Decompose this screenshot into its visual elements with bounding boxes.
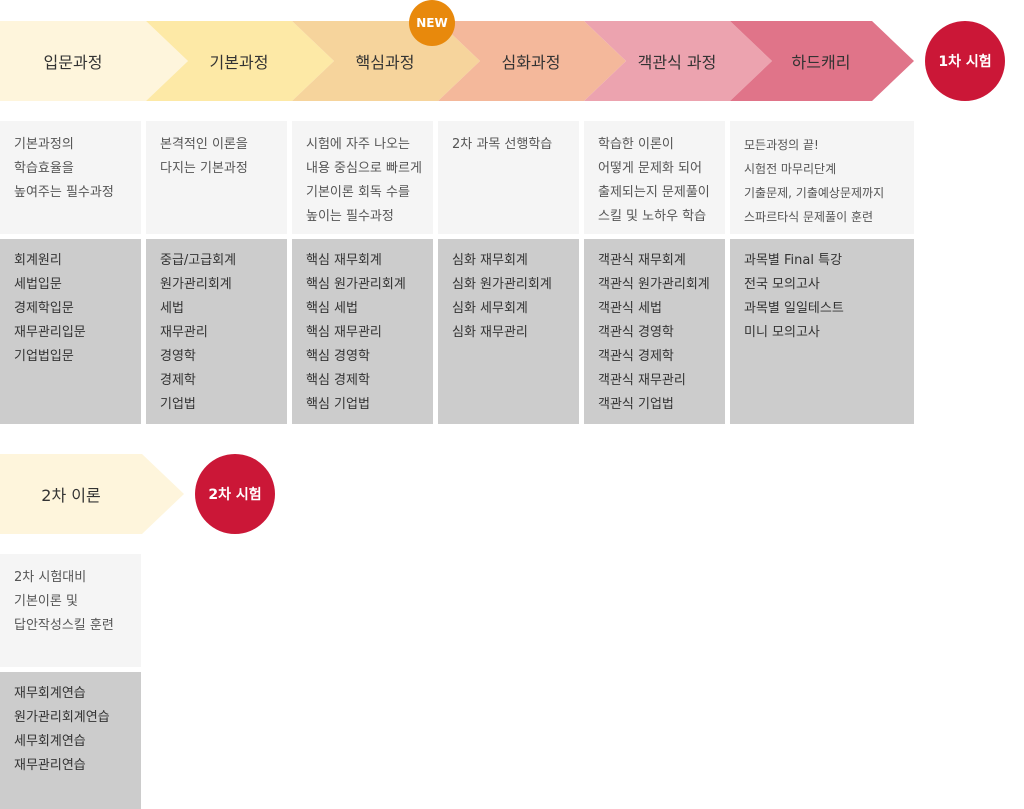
subject-item: 과목별 일일테스트 bbox=[744, 301, 844, 316]
subject-item: 핵심 경영학 bbox=[306, 349, 370, 364]
subject-item: 심화 세무회계 bbox=[452, 301, 528, 316]
stage-desc-hardcarry: 모든과정의 끝! 시험전 마무리단계 기출문제, 기출예상문제까지 스파르타식 … bbox=[730, 121, 914, 234]
stage-subjects-core: 핵심 재무회계 핵심 원가관리회계 핵심 세법 핵심 재무관리 핵심 경영학 핵… bbox=[292, 239, 433, 424]
stage-desc-second-theory: 2차 시험대비 기본이론 및 답안작성스킬 훈련 bbox=[0, 554, 141, 667]
subject-item: 심화 재무관리 bbox=[452, 325, 528, 340]
subject-item: 재무관리입문 bbox=[14, 325, 86, 340]
stage-desc-objective: 학습한 이론이 어떻게 문제화 되어 출제되는지 문제풀이 스킬 및 노하우 학… bbox=[584, 121, 725, 234]
subject-item: 재무관리 bbox=[160, 325, 208, 340]
subject-item: 원가관리회계 bbox=[160, 277, 232, 292]
stage-desc-core: 시험에 자주 나오는 내용 중심으로 빠르게 기본이론 회독 수를 높이는 필수… bbox=[292, 121, 433, 234]
stage-subjects-advanced: 심화 재무회계 심화 원가관리회계 심화 세무회계 심화 재무관리 bbox=[438, 239, 579, 424]
subject-item: 객관식 세법 bbox=[598, 301, 662, 316]
stage-title: 핵심과정 bbox=[355, 53, 415, 72]
stage-title: 입문과정 bbox=[43, 53, 103, 72]
stage-desc-basic: 본격적인 이론을 다지는 기본과정 bbox=[146, 121, 287, 234]
subject-item: 경제학입문 bbox=[14, 301, 74, 316]
subject-item: 재무회계연습 bbox=[14, 686, 86, 701]
subject-item: 핵심 기업법 bbox=[306, 397, 370, 412]
subject-item: 핵심 경제학 bbox=[306, 373, 370, 388]
second-exam-circle: 2차 시험 bbox=[195, 454, 275, 534]
subject-item: 기업법입문 bbox=[14, 349, 74, 364]
stage-subjects-objective: 객관식 재무회계 객관식 원가관리회계 객관식 세법 객관식 경영학 객관식 경… bbox=[584, 239, 725, 424]
subject-item: 심화 재무회계 bbox=[452, 253, 528, 268]
subject-item: 객관식 재무관리 bbox=[598, 373, 686, 388]
stage-subjects-second-theory: 재무회계연습 원가관리회계연습 세무회계연습 재무관리연습 bbox=[0, 672, 141, 809]
subject-item: 객관식 기업법 bbox=[598, 397, 674, 412]
stage-title: 기본과정 bbox=[209, 53, 269, 72]
stage-desc-advanced: 2차 과목 선행학습 bbox=[438, 121, 579, 234]
subject-item: 경영학 bbox=[160, 349, 196, 364]
subject-item: 회계원리 bbox=[14, 253, 62, 268]
stage-title: 심화과정 bbox=[501, 53, 561, 72]
stage-subjects-basic: 중급/고급회계 원가관리회계 세법 재무관리 경영학 경제학 기업법 bbox=[146, 239, 287, 424]
stage-title: 하드캐리 bbox=[791, 53, 851, 72]
stage-desc-intro: 기본과정의 학습효율을 높여주는 필수과정 bbox=[0, 121, 141, 234]
subject-item: 객관식 재무회계 bbox=[598, 253, 686, 268]
subject-item: 핵심 원가관리회계 bbox=[306, 277, 406, 292]
stage-arrow-second-theory: 2차 이론 bbox=[0, 454, 184, 534]
stage-arrow-objective: 객관식 과정 bbox=[584, 21, 772, 101]
stage-title: 2차 이론 bbox=[41, 486, 101, 505]
subject-item: 미니 모의고사 bbox=[744, 325, 820, 340]
subject-item: 객관식 원가관리회계 bbox=[598, 277, 710, 292]
subject-item: 심화 원가관리회계 bbox=[452, 277, 552, 292]
subject-item: 재무관리연습 bbox=[14, 758, 86, 773]
subject-item: 중급/고급회계 bbox=[160, 253, 237, 268]
stage-arrow-intro: 입문과정 bbox=[0, 21, 188, 101]
subject-item: 핵심 세법 bbox=[306, 301, 358, 316]
stage-subjects-hardcarry: 과목별 Final 특강 전국 모의고사 과목별 일일테스트 미니 모의고사 bbox=[730, 239, 914, 424]
subject-item: 객관식 경영학 bbox=[598, 325, 674, 340]
subject-item: 원가관리회계연습 bbox=[14, 710, 110, 725]
subject-item: 전국 모의고사 bbox=[744, 277, 820, 292]
stage-title: 객관식 과정 bbox=[637, 53, 717, 72]
first-exam-circle: 1차 시험 bbox=[925, 21, 1005, 101]
new-badge: NEW bbox=[409, 0, 455, 46]
subject-item: 객관식 경제학 bbox=[598, 349, 674, 364]
subject-item: 세법입문 bbox=[14, 277, 62, 292]
subject-item: 경제학 bbox=[160, 373, 196, 388]
stage-subjects-intro: 회계원리 세법입문 경제학입문 재무관리입문 기업법입문 bbox=[0, 239, 141, 424]
subject-item: 과목별 Final 특강 bbox=[744, 253, 843, 268]
subject-item: 핵심 재무관리 bbox=[306, 325, 382, 340]
subject-item: 핵심 재무회계 bbox=[306, 253, 382, 268]
subject-item: 세무회계연습 bbox=[14, 734, 86, 749]
subject-item: 기업법 bbox=[160, 397, 196, 412]
subject-item: 세법 bbox=[160, 301, 184, 316]
